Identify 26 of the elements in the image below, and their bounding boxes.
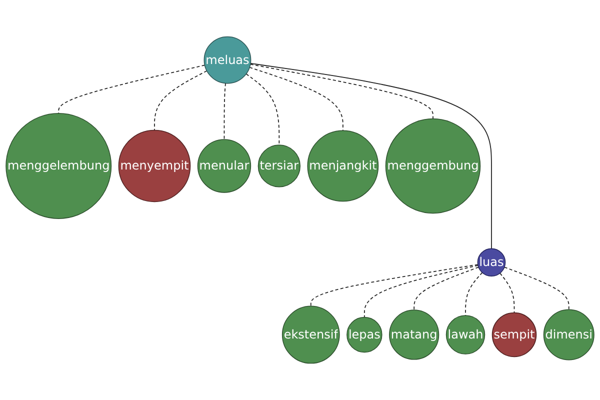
connector — [224, 82, 226, 140]
node-circle: matang — [389, 310, 440, 360]
connector — [58, 64, 206, 114]
node-circle: menggembung — [385, 118, 481, 214]
node-circle: ekstensif — [282, 306, 340, 364]
connector — [310, 264, 478, 307]
node-circle: menjangkit — [307, 130, 379, 202]
node-circle: sempit — [492, 312, 537, 358]
connector — [364, 264, 478, 318]
connector — [250, 64, 434, 120]
node-circle: meluas — [204, 36, 252, 84]
node-circle: dimensi — [543, 309, 594, 360]
node-circle: lawah — [446, 315, 486, 354]
node-circle: menyempit — [118, 130, 191, 202]
node-circle: lepas — [346, 316, 382, 353]
connector — [249, 66, 344, 132]
node-circle: menular — [197, 139, 252, 193]
node-circle: luas — [477, 248, 506, 277]
connector — [250, 62, 492, 250]
connector — [414, 266, 480, 310]
node-circle: tersiar — [258, 144, 300, 188]
node-circle: menggelembung — [6, 113, 112, 219]
connector — [500, 272, 515, 314]
connector — [504, 266, 570, 310]
connector — [246, 73, 280, 146]
connector — [154, 70, 208, 131]
